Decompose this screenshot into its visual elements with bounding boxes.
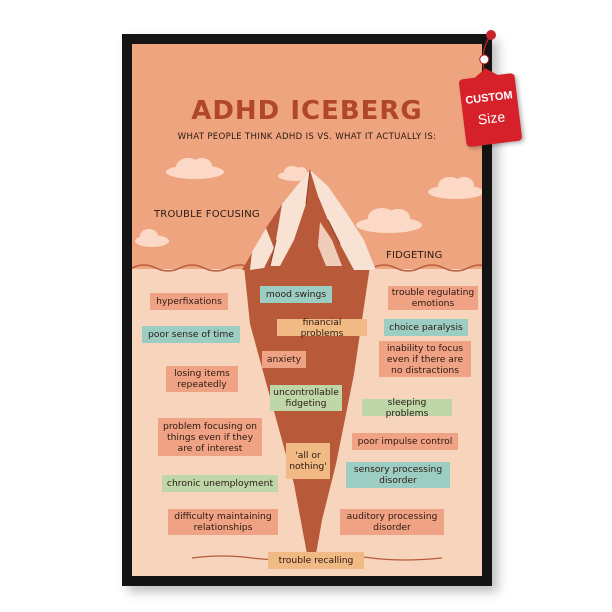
tag-sleeping-problems: sleeping problems [362, 397, 452, 419]
cloud-icon [428, 177, 482, 199]
surface-label-right: FIDGETING [386, 250, 443, 261]
tag-uncontrollable-fidgeting: uncontrollable fidgeting [270, 385, 342, 411]
tag-mood-swings: mood swings [260, 286, 332, 303]
tag-losing-items-repeatedly: losing items repeatedly [166, 366, 238, 392]
poster-subtitle: WHAT PEOPLE THINK ADHD IS VS. WHAT IT AC… [177, 132, 437, 142]
tag-chronic-unemployment: chronic unemployment [162, 475, 278, 492]
tag-trouble-regulating-emotions: trouble regulating emotions [388, 286, 478, 310]
cloud-icon [356, 208, 422, 233]
tag-body: CUSTOM Size [458, 72, 523, 148]
tag-difficulty-maintaining-relationships: difficulty maintaining relationships [168, 509, 278, 535]
tag-inability-to-focus: inability to focus even if there are no … [379, 341, 471, 377]
poster: ADHD ICEBERG WHAT PEOPLE THINK ADHD IS V… [132, 44, 482, 576]
tag-sensory-processing-disorder: sensory processing disorder [346, 462, 450, 488]
surface-label-left: TROUBLE FOCUSING [154, 209, 260, 220]
tag-poor-sense-of-time: poor sense of time [142, 326, 240, 343]
tag-choice-paralysis: choice paralysis [384, 319, 468, 336]
tag-poor-impulse-control: poor impulse control [352, 433, 458, 450]
tag-line-custom: CUSTOM [464, 89, 514, 107]
custom-size-tag: CUSTOM Size [449, 44, 531, 152]
tag-anxiety: anxiety [262, 351, 306, 368]
tag-hole [478, 53, 490, 65]
tag-all-or-nothing: 'all or nothing' [286, 443, 330, 479]
tag-problem-focusing: problem focusing on things even if they … [158, 418, 262, 456]
tag-trouble-recalling: trouble recalling [268, 552, 364, 569]
tag-auditory-processing-disorder: auditory processing disorder [340, 509, 444, 535]
tag-financial-problems: financial problems [277, 317, 367, 339]
tag-line-size: Size [476, 108, 506, 128]
poster-title: ADHD ICEBERG [191, 96, 423, 126]
poster-frame: ADHD ICEBERG WHAT PEOPLE THINK ADHD IS V… [122, 34, 492, 586]
cloud-icon [166, 158, 224, 179]
cloud-icon [135, 229, 169, 247]
tag-hyperfixations: hyperfixations [150, 293, 228, 310]
pin-icon [486, 30, 496, 40]
